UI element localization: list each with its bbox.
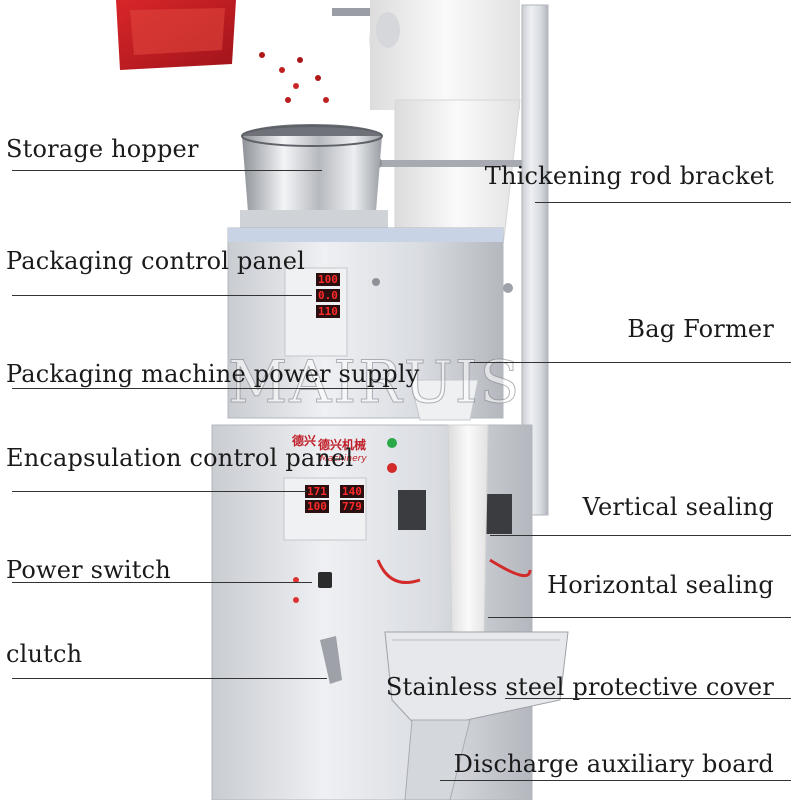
label-clutch: clutch (6, 640, 83, 668)
storage-hopper-shape (240, 124, 388, 232)
label-packaging-control-panel: Packaging control panel (6, 247, 305, 275)
machine-brand-english: Machinery (320, 454, 367, 464)
leader-discharge-board (440, 780, 791, 781)
label-thickening-rod-bracket: Thickening rod bracket (484, 162, 774, 190)
machine-brand-chinese: 德兴机械 (318, 438, 367, 452)
label-power-switch: Power switch (6, 556, 171, 584)
lower-display-2: 100 (305, 500, 329, 513)
upper-display-2: 0.0 (316, 289, 340, 302)
film-roll (369, 0, 520, 110)
label-packaging-power-supply: Packaging machine power supply (6, 360, 420, 388)
label-bag-former: Bag Former (627, 315, 774, 343)
sealing-jaws (376, 490, 532, 584)
label-discharge-board: Discharge auxiliary board (453, 750, 774, 778)
upper-display-3: 110 (316, 305, 340, 318)
leader-bag-former (470, 362, 791, 363)
leader-packaging-power-supply (12, 388, 397, 389)
machine-logo-badge: 德兴 (292, 434, 317, 448)
label-vertical-sealing: Vertical sealing (582, 493, 774, 521)
product-bag (116, 0, 329, 103)
label-stainless-steel-cover: Stainless steel protective cover (385, 673, 774, 701)
roll-shaft (332, 8, 392, 16)
bag-former-shape (409, 379, 479, 421)
leader-power-switch (12, 582, 312, 583)
leader-packaging-control-panel (12, 295, 312, 296)
protective-cover-shape (384, 631, 569, 731)
leader-vertical-sealing (490, 535, 791, 536)
label-storage-hopper: Storage hopper (6, 135, 199, 163)
label-encapsulation-control-panel: Encapsulation control panel (6, 444, 354, 472)
leader-horizontal-sealing (488, 617, 791, 618)
upper-display-1: 100 (316, 273, 340, 286)
leader-clutch (12, 678, 327, 679)
leader-encapsulation-control-panel (12, 491, 307, 492)
label-horizontal-sealing: Horizontal sealing (547, 571, 774, 599)
lower-display-4: 779 (340, 500, 364, 513)
lower-display-3: 140 (340, 485, 364, 498)
thickening-rod (372, 160, 522, 167)
watermark: MAIRUIS (227, 348, 522, 417)
lower-display-1: 171 (305, 485, 329, 498)
leader-thickening-rod-bracket (535, 202, 791, 203)
leader-storage-hopper (12, 170, 322, 171)
bag-tube (447, 424, 489, 641)
leader-stainless-steel-cover (505, 698, 791, 699)
